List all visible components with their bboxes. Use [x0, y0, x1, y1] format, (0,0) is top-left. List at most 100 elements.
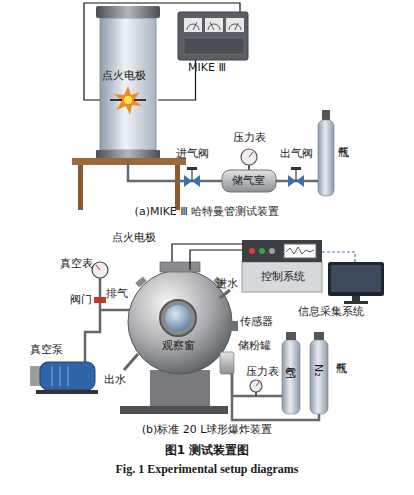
- valve-symbol: [192, 175, 200, 187]
- powder-tank: [220, 352, 234, 374]
- dial-panel: [184, 18, 202, 32]
- top-fitting: [135, 276, 147, 287]
- gauge-label: 压力表: [233, 132, 266, 144]
- hartmann-tube: 点火电极: [98, 8, 158, 158]
- gas-cylinder: 气瓶: [318, 116, 334, 196]
- panel-caption: (a)MIKE Ⅲ 哈特曼管测试装置: [0, 206, 414, 218]
- vacuum-gauge: [92, 262, 108, 278]
- cylinder-valve: [322, 110, 330, 120]
- dial-panel: [205, 18, 223, 32]
- sphere-stand: [150, 370, 210, 406]
- monitor-screen: [331, 265, 381, 292]
- pipe-connector: [276, 180, 318, 183]
- figure-caption: 图1 测试装置图: [0, 444, 414, 456]
- part-label: 出水: [104, 374, 126, 386]
- air-cylinder-shape: [282, 340, 300, 414]
- node-label: 控制系统: [261, 271, 305, 283]
- pressure-gauge: [241, 149, 257, 165]
- nitrogen-cylinder: N₂: [310, 338, 328, 414]
- valve-symbol: [288, 175, 296, 187]
- table-leg: [175, 165, 180, 210]
- pump-motor: [30, 366, 44, 386]
- pump-base: [36, 390, 98, 394]
- pump-label: 真空泵: [30, 344, 63, 356]
- monitor-base: [344, 301, 368, 304]
- pipe-connector: [232, 374, 282, 396]
- control-box: 控制系统: [242, 240, 322, 292]
- electrode-wire: [84, 3, 240, 100]
- sensor-label: 传感器: [240, 316, 273, 328]
- part-label: 进水: [216, 278, 238, 290]
- cylinder-valve: [314, 332, 324, 340]
- mike-device: MIKE Ⅲ: [178, 12, 248, 60]
- signal-wave: [286, 247, 314, 254]
- gauge-label: 真空表: [60, 258, 93, 270]
- water-outlet: [124, 354, 138, 370]
- pump-ribs: [52, 366, 68, 386]
- led: [269, 248, 275, 254]
- wire-connector: [190, 250, 242, 270]
- gas-cylinder-shape: [318, 120, 334, 196]
- part-label: 排气: [106, 288, 128, 300]
- gauge-stem: [255, 392, 257, 396]
- valve-stem: [191, 170, 192, 181]
- gauge-needle: [249, 152, 253, 157]
- mike-device-body: [178, 12, 248, 60]
- air-cylinder: 空气: [282, 338, 300, 414]
- valve-label: 阀门: [70, 294, 92, 306]
- gauge-needle: [256, 382, 259, 386]
- gas-chamber: 储气室: [222, 170, 276, 192]
- monitor: 信息采集系统: [328, 262, 384, 296]
- node-label: N₂: [313, 364, 324, 377]
- tank-label: 储粉罐: [238, 340, 271, 352]
- gas-chamber-shape: [222, 170, 276, 192]
- window-ring: [160, 300, 196, 336]
- wire-connector: [158, 60, 196, 100]
- nitrogen-cylinder-shape: [310, 340, 328, 414]
- panel-caption: (b)标准 20 L球形爆炸装置: [0, 424, 414, 436]
- valve-label: 进气阀: [176, 148, 209, 160]
- table-top: [72, 158, 186, 165]
- electrode-rod: [110, 99, 122, 101]
- data-link: [322, 252, 355, 262]
- gauge-label: 压力表: [246, 366, 279, 378]
- electrode-wire: [172, 244, 242, 262]
- ignition-flame: [114, 86, 142, 115]
- glass-tube: [100, 18, 156, 150]
- valve-handle: [291, 167, 301, 170]
- valve-symbol: [296, 175, 304, 187]
- tube-base: [96, 150, 160, 159]
- led: [259, 248, 265, 254]
- water-inlet: [220, 290, 230, 298]
- gauge-needle: [96, 265, 100, 270]
- part-label: 点火电极: [112, 232, 156, 244]
- vacuum-pipe: [85, 278, 130, 362]
- vacuum-pump: [40, 362, 95, 390]
- node-label: 信息采集系统: [298, 306, 364, 318]
- node-label: MIKE Ⅲ: [188, 62, 226, 74]
- table-leg: [78, 165, 83, 210]
- pipe-connector: [128, 158, 222, 181]
- control-box-body: [242, 262, 322, 292]
- sensor: [230, 321, 238, 331]
- control-box-lid: [242, 240, 322, 262]
- cylinder-valve: [286, 332, 296, 340]
- tube-cap: [96, 6, 160, 18]
- led: [249, 248, 255, 254]
- monitor-stand: [352, 296, 360, 301]
- pressure-gauge: [250, 380, 262, 392]
- node-label: 储气室: [232, 175, 265, 187]
- node-label: 点火电极: [102, 70, 146, 82]
- electrode-rod: [134, 99, 146, 101]
- valve-stem: [295, 170, 296, 181]
- display: [284, 244, 316, 258]
- valve-label: 出气阀: [280, 148, 313, 160]
- observation-window: [165, 305, 191, 331]
- gauge-stem: [248, 165, 250, 170]
- dial-panel: [226, 18, 244, 32]
- valve-symbol: [184, 175, 192, 187]
- valve-handle: [187, 167, 197, 170]
